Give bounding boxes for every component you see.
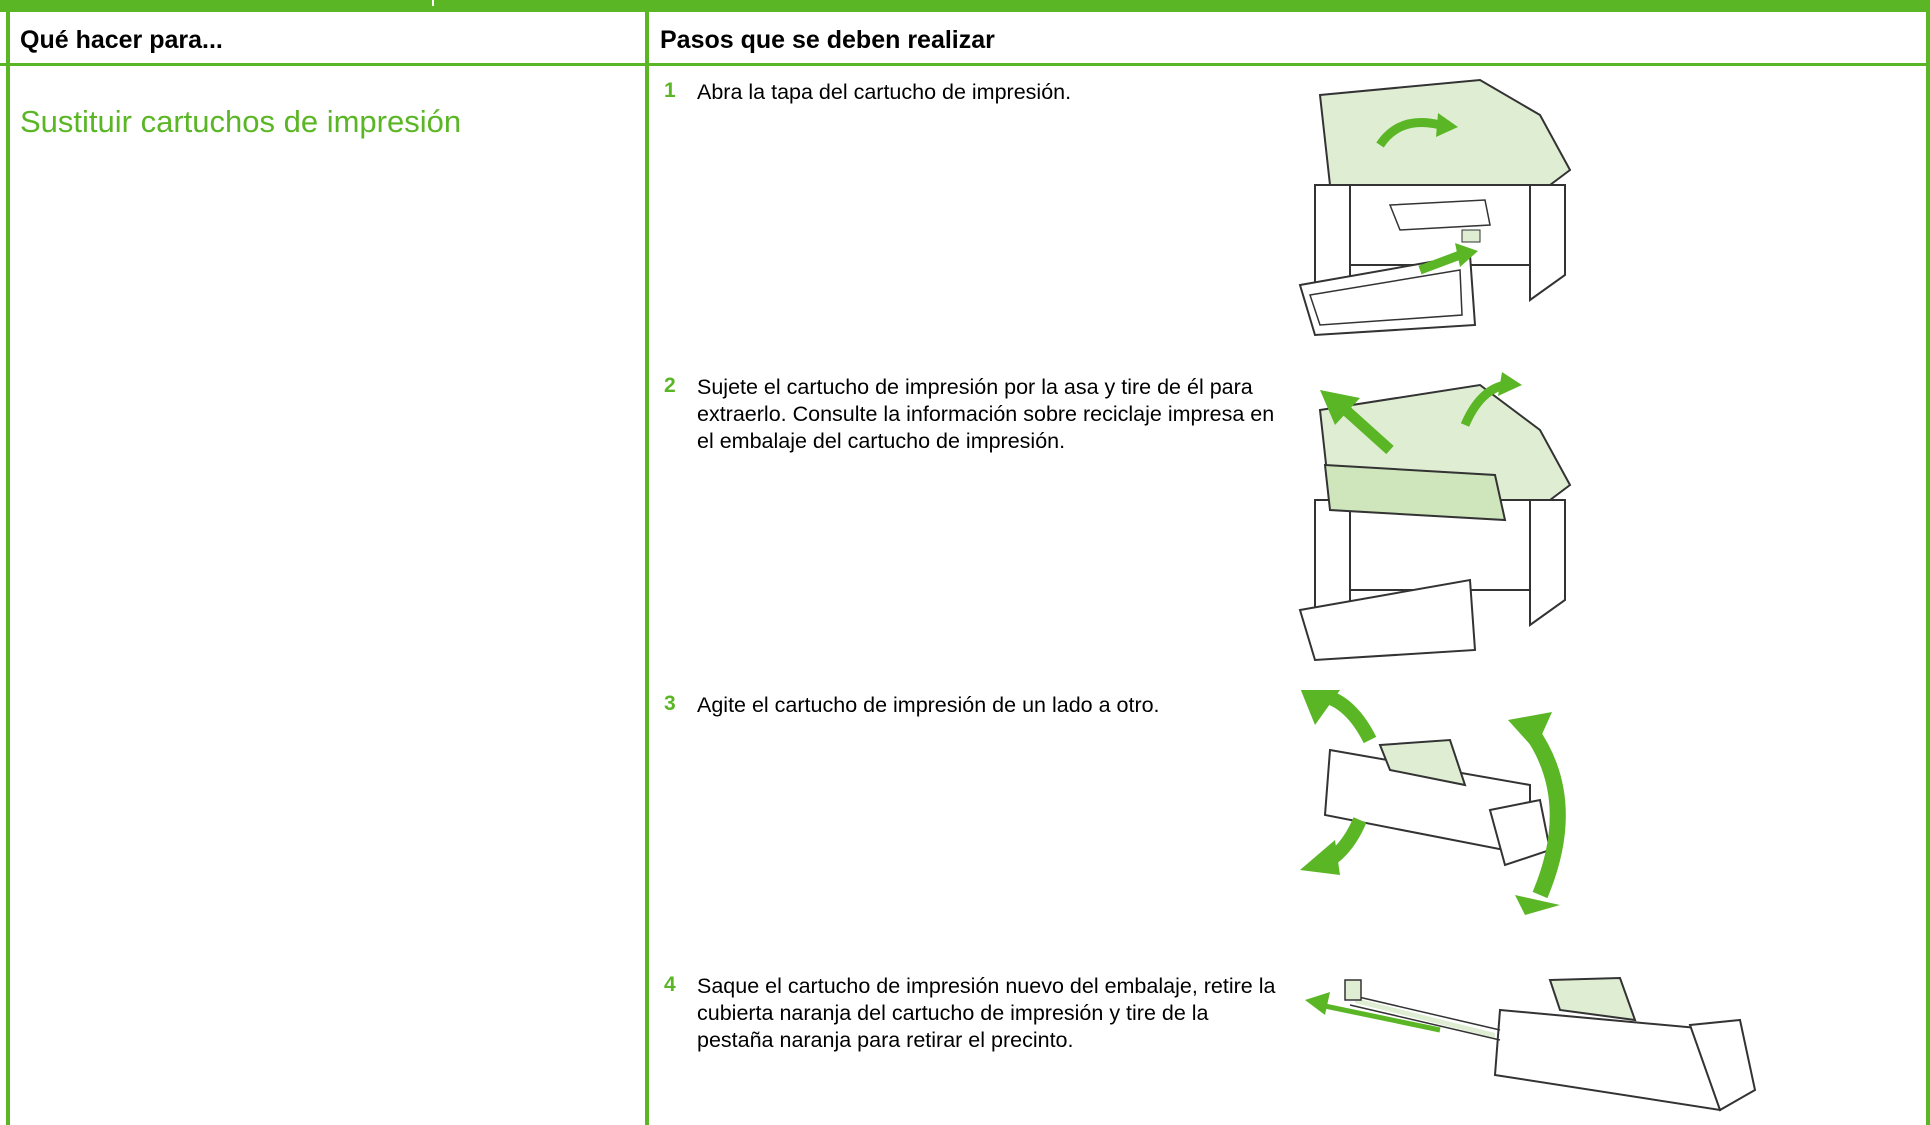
step-number: 4 [664,973,676,996]
step-number: 1 [664,79,676,102]
step-text: Abra la tapa del cartucho de impresión. [697,80,1072,104]
task-title: Sustituir cartuchos de impresión [20,104,462,139]
step-text: Agite el cartucho de impresión de un lad… [697,693,1160,717]
remove-seal-tab-illustration [1300,970,1800,1125]
printer-remove-cartridge-illustration [1290,370,1590,670]
top-accent-bar [0,0,1930,12]
shake-cartridge-illustration [1290,690,1590,920]
step-number: 3 [664,692,676,715]
table-header-divider [0,63,1930,66]
table-column-divider [645,0,649,1125]
table-border-left [6,0,10,1125]
column-header-steps: Pasos que se deben realizar [660,26,995,54]
table-border-right [1926,0,1930,1125]
step-number: 2 [664,374,676,397]
column-header-what-to-do: Qué hacer para... [20,26,223,54]
step-text: Saque el cartucho de impresión nuevo del… [697,974,1276,1052]
printer-open-lid-illustration [1290,75,1590,345]
step-text: Sujete el cartucho de impresión por la a… [697,375,1275,453]
